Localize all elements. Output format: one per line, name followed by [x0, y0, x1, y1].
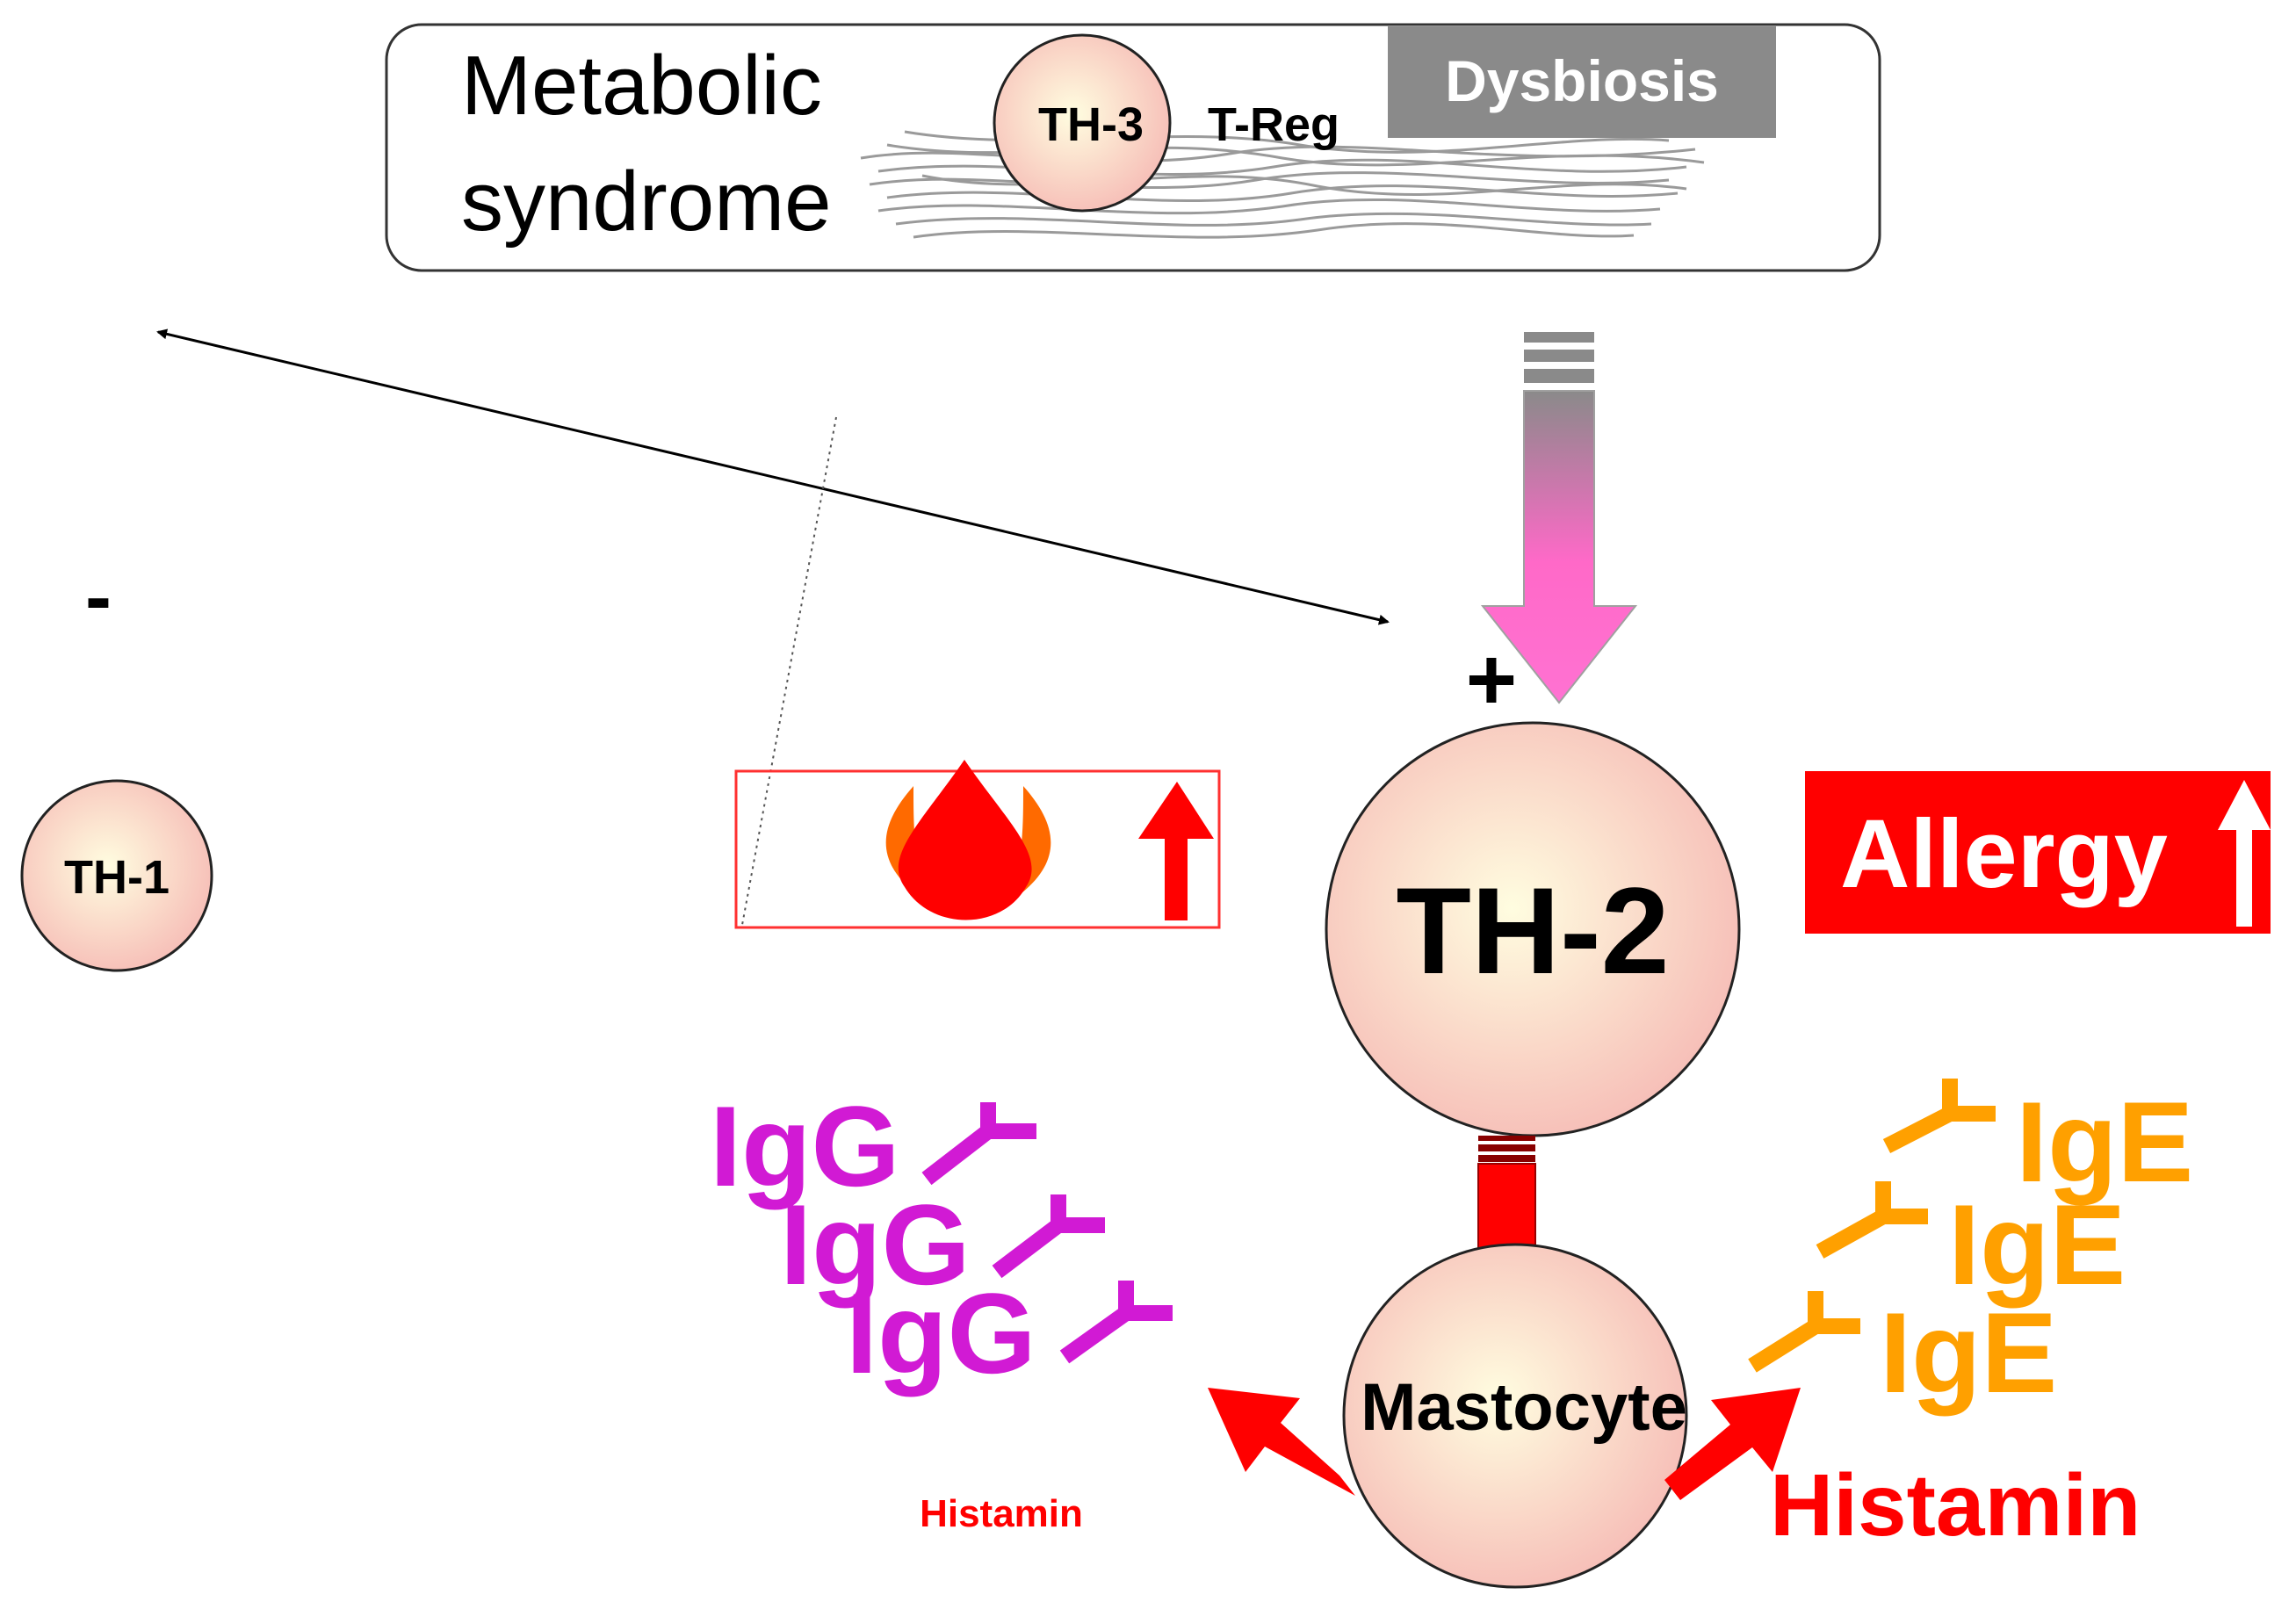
inflammation-box: [734, 760, 1221, 929]
minus-sign: -: [85, 553, 112, 641]
metabolic-syndrome-box: Metabolic syndrome TH-3 T-Reg Dysbiosis: [385, 23, 1881, 272]
histamin-large-label: Histamin: [1770, 1456, 2141, 1555]
antibody-icon: [992, 1194, 1105, 1279]
flame-icon: [885, 760, 1051, 920]
th1-node: TH-1: [20, 779, 213, 972]
dysbiosis-down-arrow: [1480, 332, 1638, 704]
histamin-small-label: Histamin: [920, 1492, 1083, 1535]
th3-cell: [993, 33, 1172, 213]
antibody-icon: [1748, 1291, 1860, 1373]
th3-label: TH-3: [1038, 98, 1144, 151]
th1-label: TH-1: [64, 851, 170, 904]
allergy-badge: Allergy: [1805, 771, 2271, 934]
plus-sign: +: [1466, 631, 1517, 729]
igg-label-3: IgG: [846, 1269, 1036, 1397]
ige-cluster: IgE IgE IgE: [1748, 1078, 2193, 1417]
antibody-icon: [921, 1102, 1036, 1186]
th1-th2-double-arrow: [156, 328, 1390, 625]
ige-label-3: IgE: [1880, 1288, 2057, 1417]
dysbiosis-badge: [1388, 26, 1776, 138]
mastocyte-cell: [1342, 1243, 1688, 1589]
dysbiosis-label: Dysbiosis: [1445, 48, 1719, 113]
igg-label-1: IgG: [710, 1082, 900, 1210]
mastocyte-node: Mastocyte: [1342, 1243, 1688, 1589]
dotted-connector-line: [741, 416, 837, 926]
allergy-label: Allergy: [1840, 800, 2168, 908]
antibody-icon: [1882, 1079, 1996, 1154]
metabolic-label-line1: Metabolic: [461, 39, 822, 133]
antibody-icon: [1059, 1281, 1173, 1364]
antibody-icon: [1816, 1181, 1928, 1259]
mastocyte-left-arrow: [1208, 1388, 1355, 1496]
ige-label-2: IgE: [1948, 1180, 2126, 1309]
igg-cluster: IgG IgG IgG: [710, 1082, 1173, 1397]
th2-label: TH-2: [1396, 862, 1669, 999]
ige-label-1: IgE: [2016, 1078, 2193, 1206]
increase-arrow-icon: [1138, 782, 1214, 920]
igg-label-2: IgG: [780, 1180, 971, 1309]
th2-node: TH-2: [1325, 721, 1741, 1137]
mastocyte-right-arrow: [1664, 1388, 1801, 1500]
mastocyte-label: Mastocyte: [1361, 1370, 1687, 1445]
allergy-up-arrow-icon: [2218, 780, 2271, 927]
th1-cell: [20, 779, 213, 972]
treg-label: T-Reg: [1208, 98, 1339, 151]
metabolic-label-line2: syndrome: [461, 155, 832, 249]
